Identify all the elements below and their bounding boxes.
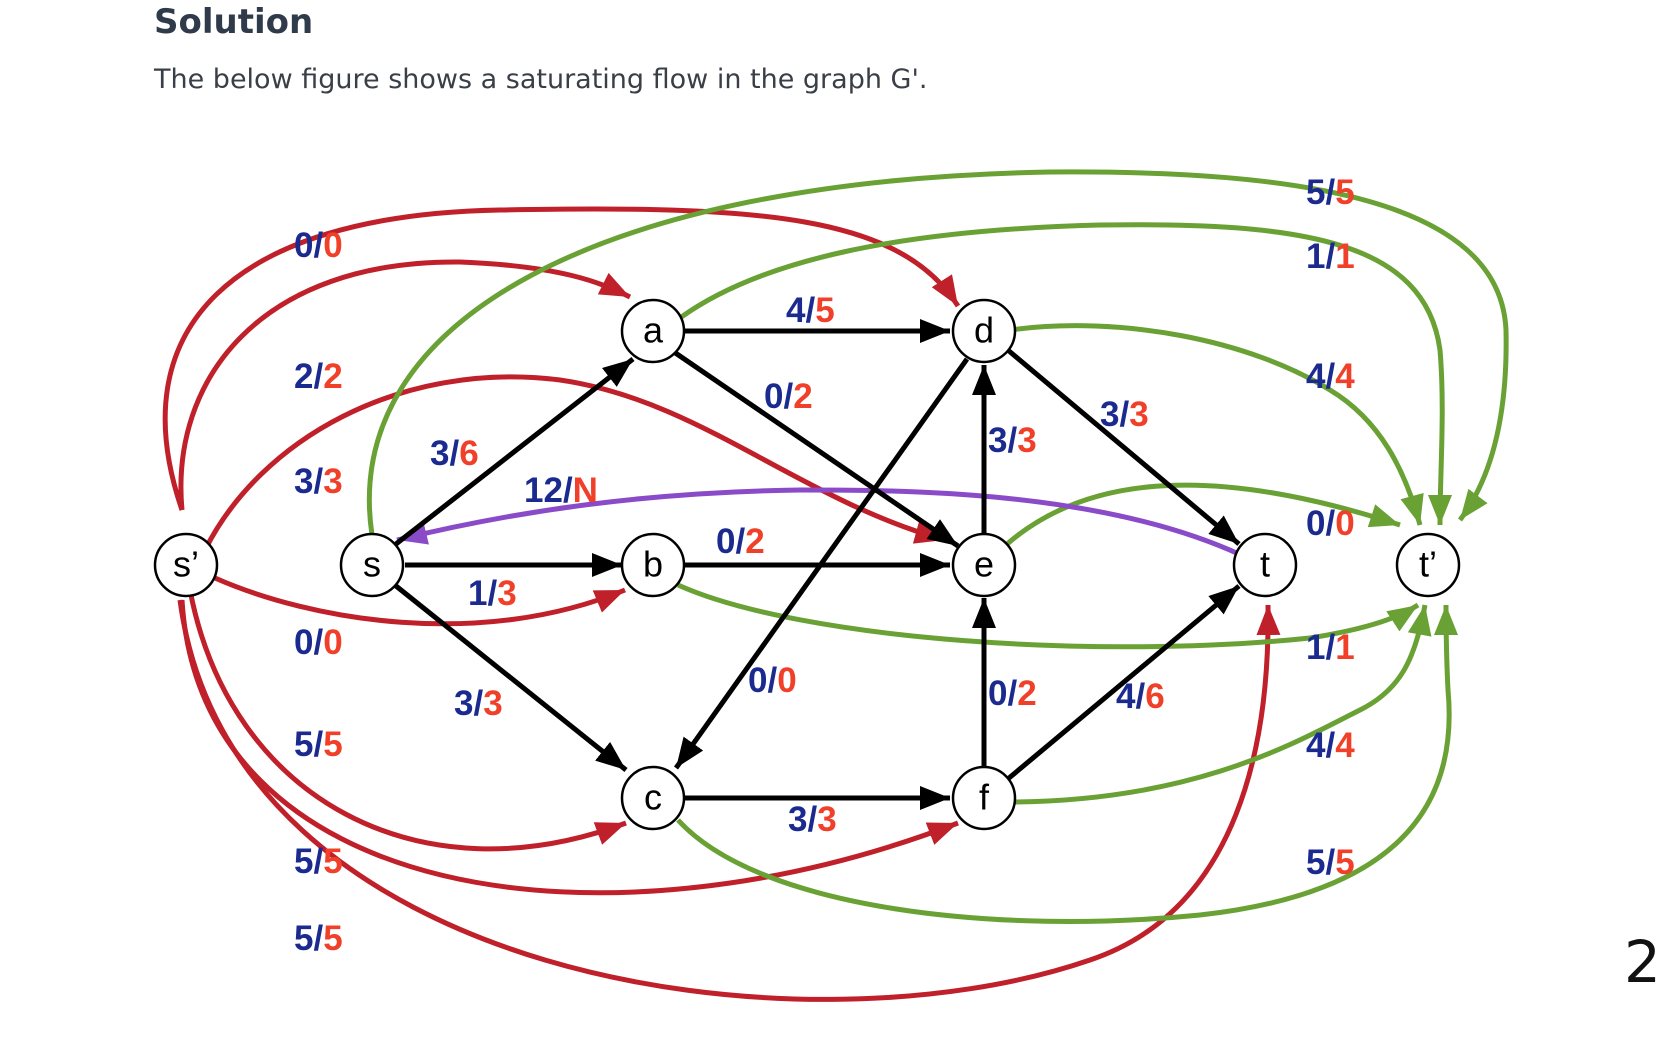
node-label: b bbox=[643, 544, 663, 585]
node-label: t bbox=[1260, 544, 1270, 585]
node-s: s bbox=[339, 532, 405, 598]
edge-a-e bbox=[672, 349, 960, 549]
source-prime-edges bbox=[162, 206, 1281, 1002]
edge-label-f-t: 4/6 bbox=[1116, 677, 1165, 716]
edge-s-tp bbox=[366, 169, 1509, 536]
node-label: s bbox=[363, 544, 381, 585]
edge-label-t-s: 12/N bbox=[524, 471, 598, 510]
edge-sp-c bbox=[187, 589, 627, 852]
edge-label-b-tp: 1/1 bbox=[1306, 628, 1355, 667]
edge-label-c-f: 3/3 bbox=[788, 800, 837, 839]
node-c: c bbox=[620, 765, 686, 831]
edge-label-sp-c: 5/5 bbox=[294, 725, 343, 764]
edge-label-s-c: 3/3 bbox=[454, 684, 503, 723]
edge-label-sp-f: 5/5 bbox=[294, 842, 343, 881]
edge-t-s bbox=[396, 487, 1243, 558]
edge-label-e-d: 3/3 bbox=[988, 421, 1037, 460]
original-graph-edges bbox=[394, 319, 1241, 810]
edge-label-s-tp: 5/5 bbox=[1306, 173, 1355, 212]
page-number: 2 bbox=[1624, 928, 1661, 996]
edge-e-tp bbox=[1004, 482, 1401, 547]
edge-label-f-tp: 4/4 bbox=[1306, 726, 1355, 765]
node-a: a bbox=[620, 298, 686, 364]
section-title: Solution bbox=[154, 2, 314, 42]
node-label: e bbox=[974, 544, 994, 585]
sink-prime-edges bbox=[366, 169, 1509, 924]
node-label: f bbox=[979, 777, 990, 818]
edge-d-c bbox=[673, 357, 970, 770]
edge-label-sp-b: 0/0 bbox=[294, 623, 343, 662]
section-description: The below figure shows a saturating flow… bbox=[154, 64, 928, 95]
edge-d-tp bbox=[1009, 323, 1424, 526]
node-label: d bbox=[974, 310, 994, 351]
graph-nodes: s’ s a b c d e f bbox=[153, 298, 1461, 831]
edge-sp-d bbox=[162, 206, 961, 511]
edge-label-e-tp: 0/0 bbox=[1306, 504, 1355, 543]
edge-sp-e bbox=[202, 374, 946, 552]
edge-label-s-b: 1/3 bbox=[468, 574, 517, 613]
edge-sp-a bbox=[178, 259, 632, 511]
node-label: s’ bbox=[173, 544, 199, 585]
node-e: e bbox=[951, 532, 1017, 598]
node-label: a bbox=[643, 310, 664, 351]
edge-label-sp-e: 3/3 bbox=[294, 462, 343, 501]
edge-label-sp-a: 2/2 bbox=[294, 357, 343, 396]
edge-c-tp bbox=[676, 604, 1459, 924]
edge-f-tp bbox=[1014, 604, 1432, 805]
edge-s-a bbox=[394, 357, 635, 546]
edge-label-d-tp: 4/4 bbox=[1306, 357, 1355, 396]
edge-label-a-e: 0/2 bbox=[764, 377, 813, 416]
edge-label-b-e: 0/2 bbox=[716, 522, 765, 561]
edge-label-d-t: 3/3 bbox=[1100, 395, 1149, 434]
edge-label-sp-t: 5/5 bbox=[294, 919, 343, 958]
edge-label-c-tp: 5/5 bbox=[1306, 843, 1355, 882]
edge-sp-t bbox=[177, 599, 1281, 1002]
edge-s-c bbox=[394, 584, 628, 772]
edge-a-tp bbox=[678, 222, 1453, 526]
edge-label-a-tp: 1/1 bbox=[1306, 237, 1355, 276]
node-label: c bbox=[644, 777, 662, 818]
edge-sp-b bbox=[213, 575, 626, 627]
node-t: t bbox=[1232, 532, 1298, 598]
edge-label-f-e: 0/2 bbox=[988, 674, 1037, 713]
edge-f-t bbox=[1007, 584, 1241, 780]
edge-labels: 0/0 2/2 3/3 0/0 5/5 5/5 5/5 3/6 1/3 3/3 … bbox=[294, 173, 1355, 958]
node-d: d bbox=[951, 298, 1017, 364]
edge-label-a-d: 4/5 bbox=[786, 291, 835, 330]
node-t-prime: t’ bbox=[1395, 532, 1461, 598]
node-f: f bbox=[951, 765, 1017, 831]
node-label: t’ bbox=[1419, 544, 1437, 585]
edge-d-t bbox=[1007, 349, 1241, 546]
edge-label-s-a: 3/6 bbox=[430, 434, 479, 473]
edge-label-d-c: 0/0 bbox=[748, 661, 797, 700]
node-s-prime: s’ bbox=[153, 532, 219, 598]
edge-label-sp-d: 0/0 bbox=[294, 226, 343, 265]
node-b: b bbox=[620, 532, 686, 598]
